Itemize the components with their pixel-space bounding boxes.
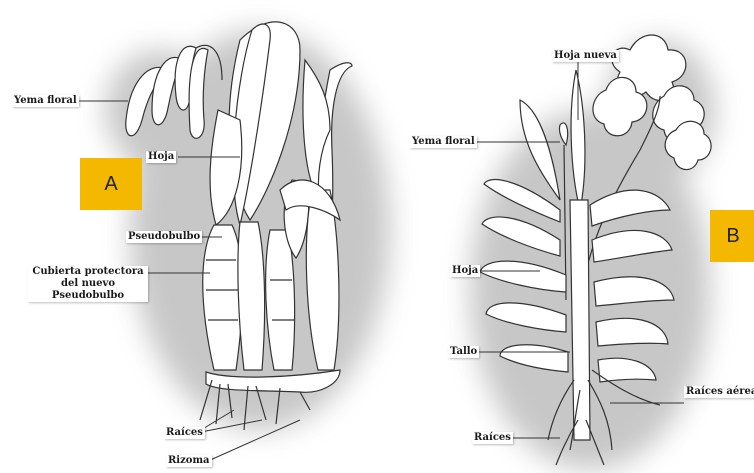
label-b-tallo: Tallo: [448, 346, 479, 358]
label-b-hoja-nueva: Hoja nueva: [552, 50, 619, 62]
label-a-pseudobulbo: Pseudobulbo: [126, 231, 202, 243]
label-a-hoja: Hoja: [146, 151, 176, 163]
label-a-yema-floral: Yema floral: [12, 95, 79, 107]
label-b-raices: Raíces: [472, 432, 513, 444]
label-a-raices: Raíces: [164, 427, 205, 439]
badge-a: A: [80, 158, 142, 210]
label-a-rizoma: Rizoma: [166, 455, 212, 467]
label-b-raices-aereas: Raíces aéreas: [684, 386, 754, 398]
label-b-hoja: Hoja: [450, 265, 480, 277]
label-a-cubierta-protectora: Cubierta protectora del nuevo Pseudobulb…: [28, 266, 148, 302]
label-b-yema-floral: Yema floral: [410, 136, 477, 148]
badge-b: B: [710, 210, 754, 262]
